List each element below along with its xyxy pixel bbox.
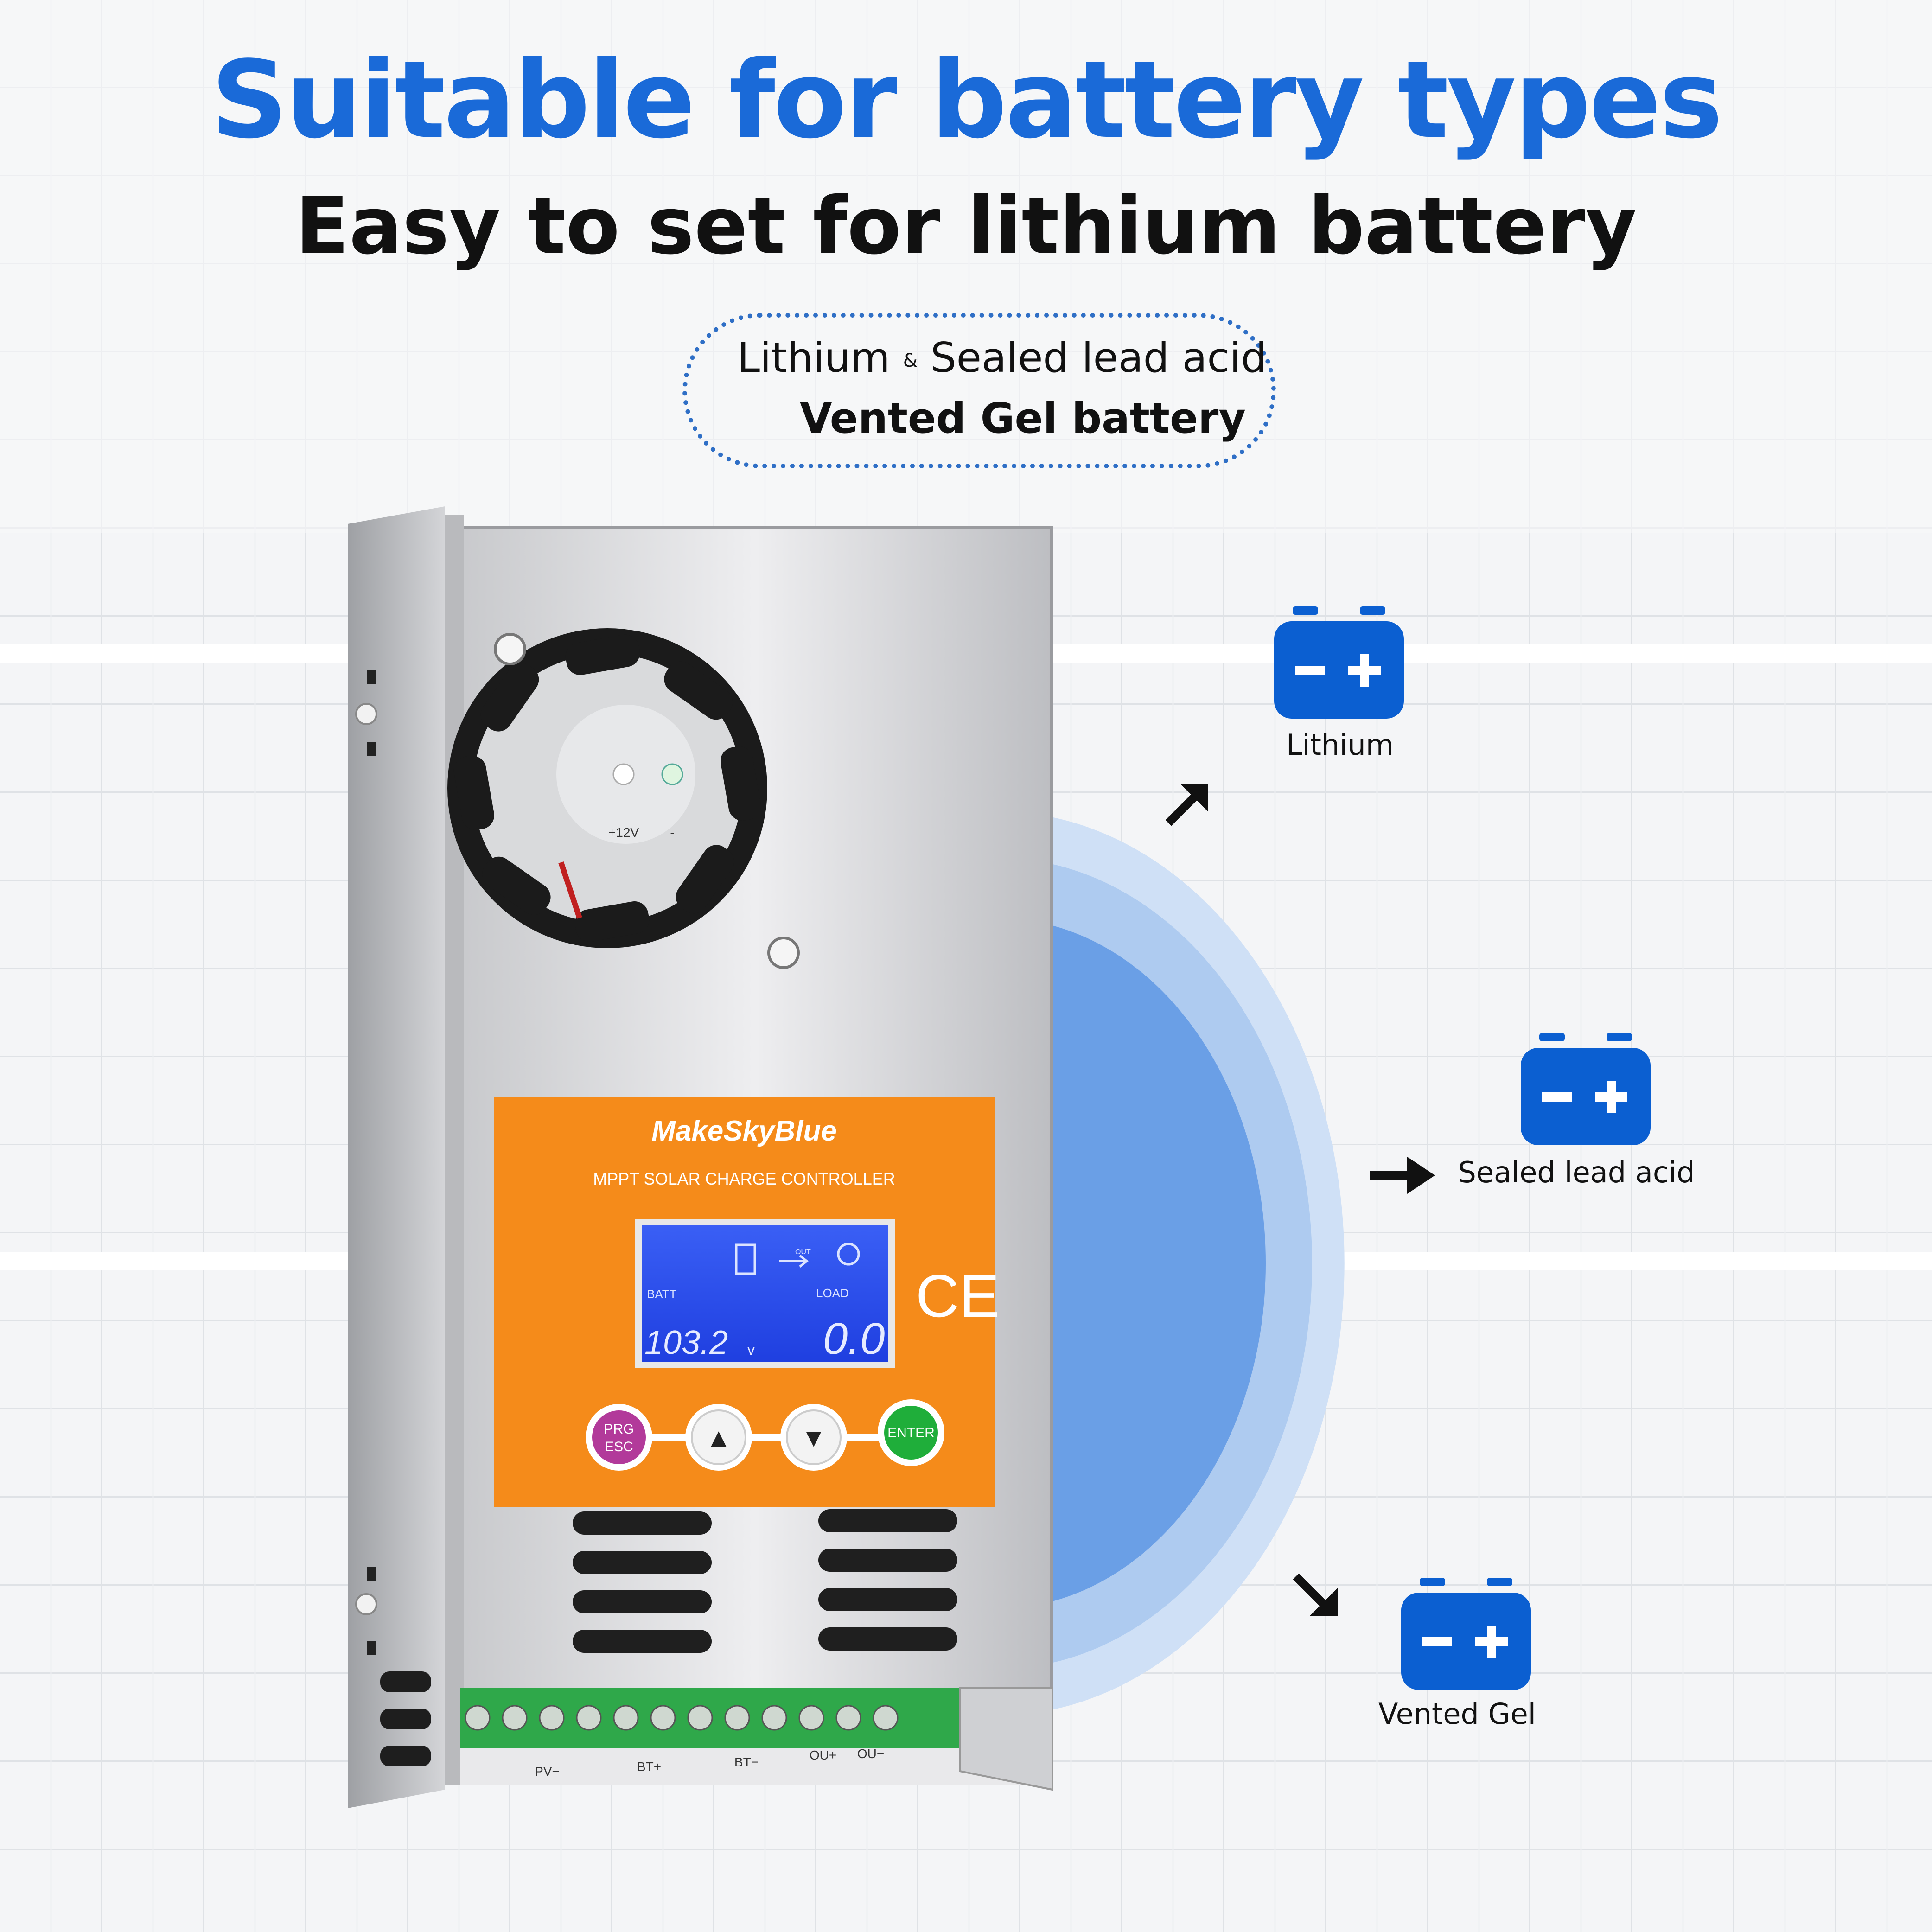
- lcd-battery-icon: [735, 1243, 756, 1275]
- lcd-batt-label: BATT: [647, 1287, 677, 1301]
- prg-esc-button[interactable]: PRG ESC: [586, 1404, 652, 1471]
- flange-slots: [367, 670, 376, 1655]
- arrow-right-icon: [1370, 1157, 1435, 1194]
- battery-icon: [1401, 1578, 1531, 1690]
- fan-label-minus: -: [670, 825, 674, 840]
- enter-label: ENTER: [887, 1425, 935, 1441]
- fan-label-plus: +12V: [608, 825, 639, 840]
- cooling-fan: +12V -: [447, 628, 767, 948]
- down-arrow-icon: ▼: [801, 1423, 826, 1452]
- types-box-line1: Lithium & Sealed lead acid: [737, 334, 1267, 382]
- types-separator: &: [903, 350, 918, 372]
- up-button[interactable]: ▲: [685, 1404, 752, 1471]
- blue-halo-graphic: [997, 811, 1345, 1715]
- page-title: Suitable for battery types: [210, 38, 1723, 162]
- arrow-down-right-icon: [1293, 1573, 1338, 1616]
- lcd-out-label: OUT: [795, 1248, 811, 1256]
- lcd-arrow-icon: [779, 1255, 809, 1268]
- terminal-label-ou-plus: OU+: [810, 1748, 836, 1762]
- lcd-voltage-unit: v: [747, 1341, 755, 1358]
- up-arrow-icon: ▲: [706, 1423, 731, 1452]
- lcd-voltage: 103.2: [644, 1324, 728, 1361]
- battery-label-sealed: Sealed lead acid: [1458, 1155, 1695, 1189]
- cover-vents: [573, 1509, 957, 1653]
- lcd-load-value: 0.0: [823, 1314, 885, 1364]
- down-button[interactable]: ▼: [780, 1404, 847, 1471]
- flange-vents: [380, 1671, 431, 1766]
- types-sealed: Sealed lead acid: [930, 334, 1267, 382]
- enter-button[interactable]: ENTER: [878, 1399, 944, 1466]
- esc-label: ESC: [605, 1439, 633, 1454]
- page-subtitle: Easy to set for lithium battery: [295, 180, 1637, 272]
- mounting-flange: [348, 506, 445, 1808]
- terminal-block: PV− BT+ BT− OU+ OU−: [460, 1688, 1051, 1785]
- lcd-screen: [642, 1225, 888, 1362]
- control-panel: MakeSkyBlue MPPT SOLAR CHARGE CONTROLLER…: [494, 1097, 1000, 1507]
- terminal-label-pv: PV−: [535, 1764, 560, 1779]
- battery-types-box: [682, 313, 1276, 468]
- battery-label-lithium: Lithium: [1286, 728, 1394, 762]
- brand-name: MakeSkyBlue: [651, 1115, 837, 1147]
- terminal-label-bt-minus: BT−: [734, 1755, 759, 1769]
- terminal-label-ou-minus: OU−: [857, 1747, 884, 1761]
- battery-icon: [1274, 606, 1404, 719]
- types-vented: Vented Gel battery: [800, 394, 1246, 443]
- screw: [767, 937, 800, 969]
- arrow-up-right-icon: [1165, 784, 1208, 826]
- lcd-load-label: LOAD: [816, 1286, 849, 1300]
- battery-icon: [1521, 1033, 1651, 1145]
- terminal-label-bt-plus: BT+: [637, 1760, 661, 1774]
- prg-label: PRG: [604, 1422, 634, 1437]
- lcd-bulb-icon: [837, 1243, 860, 1266]
- battery-label-vented: Vented Gel: [1378, 1697, 1536, 1731]
- model-name: MPPT SOLAR CHARGE CONTROLLER: [593, 1169, 895, 1188]
- screw: [494, 633, 526, 665]
- charge-controller-device: +12V - MakeSkyBlue MPPT SOLAR CHARGE CON…: [348, 506, 1053, 1808]
- types-lithium: Lithium: [737, 334, 890, 382]
- ce-mark: CE: [916, 1262, 1000, 1330]
